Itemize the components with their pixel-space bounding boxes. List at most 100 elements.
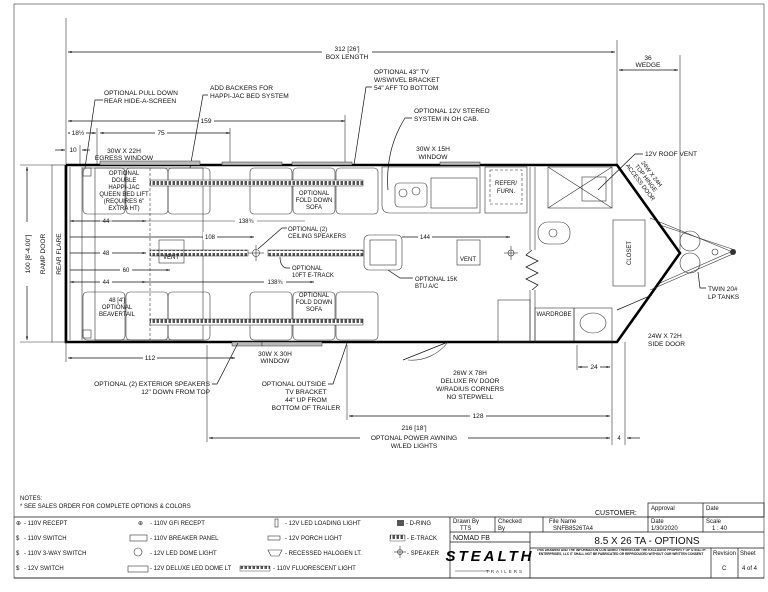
svg-text:OPTIONAL: OPTIONAL (102, 305, 133, 311)
stealth-logo-sub: TRAILERS (486, 569, 524, 574)
svg-text:138¾: 138¾ (238, 219, 254, 225)
dim-box-length: 312 [26'] (334, 46, 359, 53)
stove-icon (394, 182, 428, 208)
svg-text:SOFA: SOFA (306, 307, 322, 313)
wardrobe-label: WARDROBE (536, 312, 571, 318)
top-dimensions: 312 [26'] BOX LENGTH 36 WEDGE 159 18½ 75… (55, 18, 681, 250)
speaker-icon (248, 245, 264, 261)
egress-window (99, 160, 201, 166)
refer-label: REFER/ (495, 181, 517, 187)
title-block: Approval Date CUSTOMER: Drawn By TTS Che… (14, 502, 765, 579)
closet-label: CLOSET (627, 241, 633, 265)
e-track-bottom (149, 318, 364, 326)
bottom-window-label-2: WINDOW (261, 358, 291, 365)
top-window-label: 30W X 15H (416, 146, 450, 153)
scale-value: 1 : 40 (712, 526, 728, 532)
svg-text:60: 60 (123, 268, 130, 274)
rv-door-label-2: DELUXE RV DOOR (441, 378, 500, 385)
legend-d-ring: - D-RING (406, 521, 431, 527)
ramp-door-label: RAMP DOOR (40, 233, 47, 274)
outside-tv-label: OPTIONAL OUTSIDE (262, 381, 327, 388)
checked-label: Checked (498, 519, 522, 525)
trailer-tongue (649, 217, 736, 291)
speaker-icon (394, 546, 406, 558)
egress-window-label: 30W X 22H (107, 148, 141, 155)
svg-text:HAPPI-JAC: HAPPI-JAC (108, 185, 140, 191)
callout-tv-2: W/SWIVEL BRACKET (374, 77, 440, 84)
outside-tv-label-2: TV BRACKET (285, 389, 326, 396)
svg-text:OPTIONAL (2): OPTIONAL (2) (288, 227, 327, 233)
notes-line: * SEE SALES ORDER FOR COMPLETE OPTIONS &… (20, 504, 191, 510)
lp-tanks-label-2: LP TANKS (708, 294, 740, 301)
callout-stereo-2: SYSTEM IN OH CAB. (414, 116, 479, 123)
dim-112: 112 (145, 355, 156, 362)
bathroom: CLOSET WARDROBE (497, 166, 646, 343)
led-dome-light-icon (133, 547, 143, 557)
ac-label: OPTIONAL 15K (415, 277, 457, 283)
svg-text:$: $ (16, 566, 20, 572)
toilet (537, 221, 571, 245)
legend-deluxe-dome-light: - 12V DELUXE LED DOME LT (150, 566, 232, 572)
trailer-body: VENT OPTIONAL DOUBLE HAPPI-JAC QUEEN BED… (64, 160, 682, 361)
side-door (616, 294, 653, 311)
notes-title: NOTES: (20, 496, 43, 502)
symbol-legend: ⊕ - 110V RECEPT $ - 110V SWITCH $ - 110V… (16, 518, 440, 573)
dim-100: 100 [8'-4.00"] (25, 234, 32, 273)
callout-stereo: OPTIONAL 12V STEREO (414, 108, 490, 115)
e-track-middle-right (267, 249, 364, 257)
dim-wedge-label: WEDGE (636, 62, 662, 69)
svg-text:BEAVERTAIL: BEAVERTAIL (99, 312, 136, 318)
legend-110v-3way-switch: - 110V 3-WAY SWITCH (24, 551, 86, 557)
revision-label: Revision (713, 551, 736, 557)
svg-text:10FT E-TRACK: 10FT E-TRACK (292, 273, 334, 279)
svg-text:FOLD DOWN: FOLD DOWN (296, 198, 333, 204)
svg-text:DOUBLE: DOUBLE (112, 178, 137, 184)
drawn-by-label: Drawn By (453, 519, 479, 525)
svg-text:144: 144 (420, 235, 431, 241)
rv-door-label-3: W/RADIUS CORNERS (436, 386, 504, 393)
svg-text:48 [4']: 48 [4'] (109, 298, 125, 304)
kitchen-window (439, 161, 481, 166)
svg-text:CEILING SPEAKERS: CEILING SPEAKERS (288, 234, 346, 240)
bed-lift-label: OPTIONAL DOUBLE HAPPI-JAC QUEEN BED LIFT… (99, 171, 149, 212)
sheet-value: 4 of 4 (742, 566, 758, 572)
svg-text:EXTRA HT): EXTRA HT) (108, 206, 139, 212)
awning-label-2: W/LED LIGHTS (391, 443, 438, 450)
svg-text:OPTIONAL: OPTIONAL (299, 293, 330, 299)
svg-text:$: $ (16, 536, 20, 542)
legend-porch-light: - 12V PORCH LIGHT (285, 536, 342, 542)
legend-breaker-panel: - 110V BREAKER PANEL (150, 536, 219, 542)
side-door-label: 24W X 72H (648, 333, 682, 340)
dim-159: 159 (200, 118, 211, 125)
bath-sink (573, 307, 613, 342)
awning-label: OPTONAL POWER AWNING (371, 435, 457, 442)
legend-loading-light: - 12V LED LOADING LIGHT (285, 521, 361, 527)
shower (547, 166, 613, 209)
breaker-panel-icon (129, 534, 148, 542)
callout-tv-3: 54" AFF TO BOTTOM (374, 85, 438, 92)
e-track-top (149, 179, 364, 187)
ext-speakers-label-2: 12" DOWN FROM TOP (141, 389, 210, 396)
width-dimension: 100 [8'-4.00"] RAMP DOOR REAR FLARE (20, 164, 66, 343)
dim-10: 10 (69, 147, 77, 154)
svg-text:OPTIONAL: OPTIONAL (292, 266, 323, 272)
svg-text:QUEEN BED LIFT: QUEEN BED LIFT (99, 192, 149, 198)
dim-216: 216 [18'] (401, 425, 426, 432)
rv-door-label-4: NO STEPWELL (447, 394, 494, 401)
rear-vent-label: VENT (163, 255, 179, 261)
ac-label-2: BTU A/C (415, 284, 439, 290)
accordion-door (525, 249, 539, 291)
checked-by-value: By (498, 526, 505, 532)
svg-text:138¾: 138¾ (267, 280, 283, 286)
svg-text:$: $ (16, 551, 20, 557)
svg-text:44: 44 (103, 219, 110, 225)
e-track-icon (389, 534, 406, 542)
legend-110v-switch: - 110V SWITCH (24, 536, 67, 542)
outside-tv-label-4: BOTTOM OF TRAILER (272, 405, 341, 412)
halogen-light-icon (267, 549, 283, 557)
lp-tank-icon (679, 252, 701, 274)
dim-24: 24 (590, 364, 598, 371)
dim-4: 4 (617, 436, 621, 442)
ac-unit (363, 234, 403, 271)
